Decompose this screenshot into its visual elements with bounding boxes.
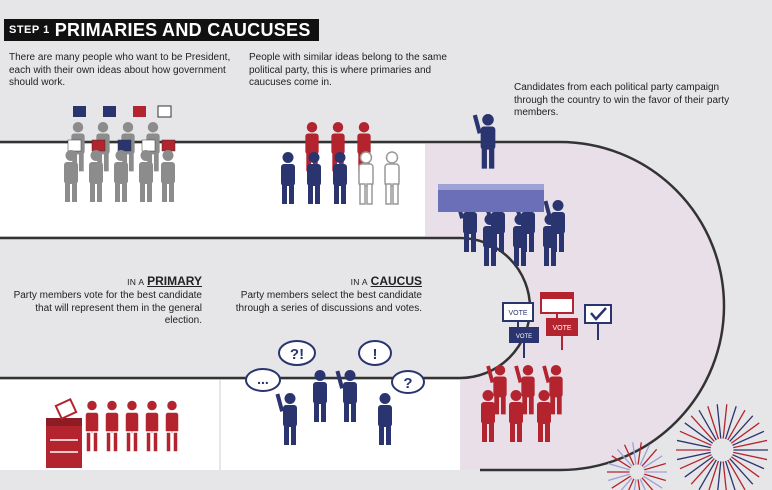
- bubble-3-text: ...: [257, 371, 269, 387]
- bubble-4-text: ?: [403, 375, 412, 392]
- intro-paragraph-3: Candidates from each political party cam…: [514, 82, 730, 118]
- person-icon: [313, 370, 327, 422]
- intro-paragraph-1: There are many people who want to be Pre…: [9, 52, 231, 88]
- person-icon: [378, 393, 392, 445]
- person-icon: [514, 365, 535, 415]
- ballot-box-icon: [46, 397, 82, 468]
- person-icon: [537, 390, 551, 442]
- vote-sign-2-label: VOTE: [552, 325, 571, 332]
- person-icon: [307, 152, 321, 204]
- idea-flag-icon: [161, 139, 176, 152]
- person-icon: [89, 150, 103, 202]
- fireworks-decoration: [607, 404, 768, 490]
- primary-heading: IN A PRIMARY: [10, 274, 202, 288]
- person-icon: [472, 114, 496, 169]
- step-label: STEP 1: [9, 24, 50, 36]
- person-icon: [483, 214, 497, 266]
- idea-flag-icon: [141, 139, 156, 152]
- idea-flag-icon: [67, 139, 82, 152]
- bubble-1-text: ?!: [290, 346, 304, 363]
- bubble-2-text: !: [373, 346, 378, 363]
- person-icon: [542, 365, 563, 415]
- person-icon: [481, 390, 495, 442]
- primary-description: Party members vote for the best candidat…: [13, 290, 202, 326]
- person-icon: [275, 393, 297, 445]
- person-icon: [114, 150, 128, 202]
- idea-flag-icon: [117, 139, 132, 152]
- idea-flag-icon: [157, 105, 172, 118]
- person-icon: [139, 150, 153, 202]
- primary-term: PRIMARY: [147, 274, 202, 288]
- person-icon: [84, 399, 100, 453]
- vote-sign-3-label: VOTE: [516, 334, 532, 340]
- people-layer: [64, 105, 565, 453]
- person-icon: [161, 150, 175, 202]
- vote-sign-1-label: VOTE: [508, 310, 527, 317]
- person-icon: [164, 399, 180, 453]
- intro-paragraph-2: People with similar ideas belong to the …: [249, 52, 447, 88]
- podium-top: [438, 184, 544, 190]
- caucus-heading: IN A CAUCUS: [230, 274, 422, 288]
- caucus-term: CAUCUS: [370, 274, 422, 288]
- idea-flag-icon: [103, 106, 116, 117]
- page-title: PRIMARIES AND CAUCUSES: [54, 19, 311, 40]
- primary-prefix: IN A: [127, 277, 145, 287]
- person-icon: [104, 399, 120, 453]
- person-icon: [543, 214, 557, 266]
- idea-flag-icon: [91, 139, 106, 152]
- person-icon: [513, 214, 527, 266]
- person-icon: [358, 151, 374, 205]
- person-icon: [384, 151, 400, 205]
- person-icon: [124, 399, 140, 453]
- caucus-description: Party members select the best candidate …: [235, 290, 422, 314]
- person-icon: [281, 152, 295, 204]
- person-icon: [64, 150, 78, 202]
- speech-bubbles: ?! ! ... ?: [245, 340, 425, 394]
- idea-flag-icon: [73, 106, 86, 117]
- person-icon: [333, 152, 347, 204]
- title-bar: STEP 1 PRIMARIES AND CAUCUSES: [4, 19, 319, 41]
- vote-signs: VOTE VOTE VOTE: [502, 292, 612, 358]
- person-icon: [486, 365, 507, 415]
- person-icon: [144, 399, 160, 453]
- person-icon: [509, 390, 523, 442]
- idea-flag-icon: [133, 106, 146, 117]
- caucus-prefix: IN A: [350, 277, 368, 287]
- person-icon: [335, 370, 357, 422]
